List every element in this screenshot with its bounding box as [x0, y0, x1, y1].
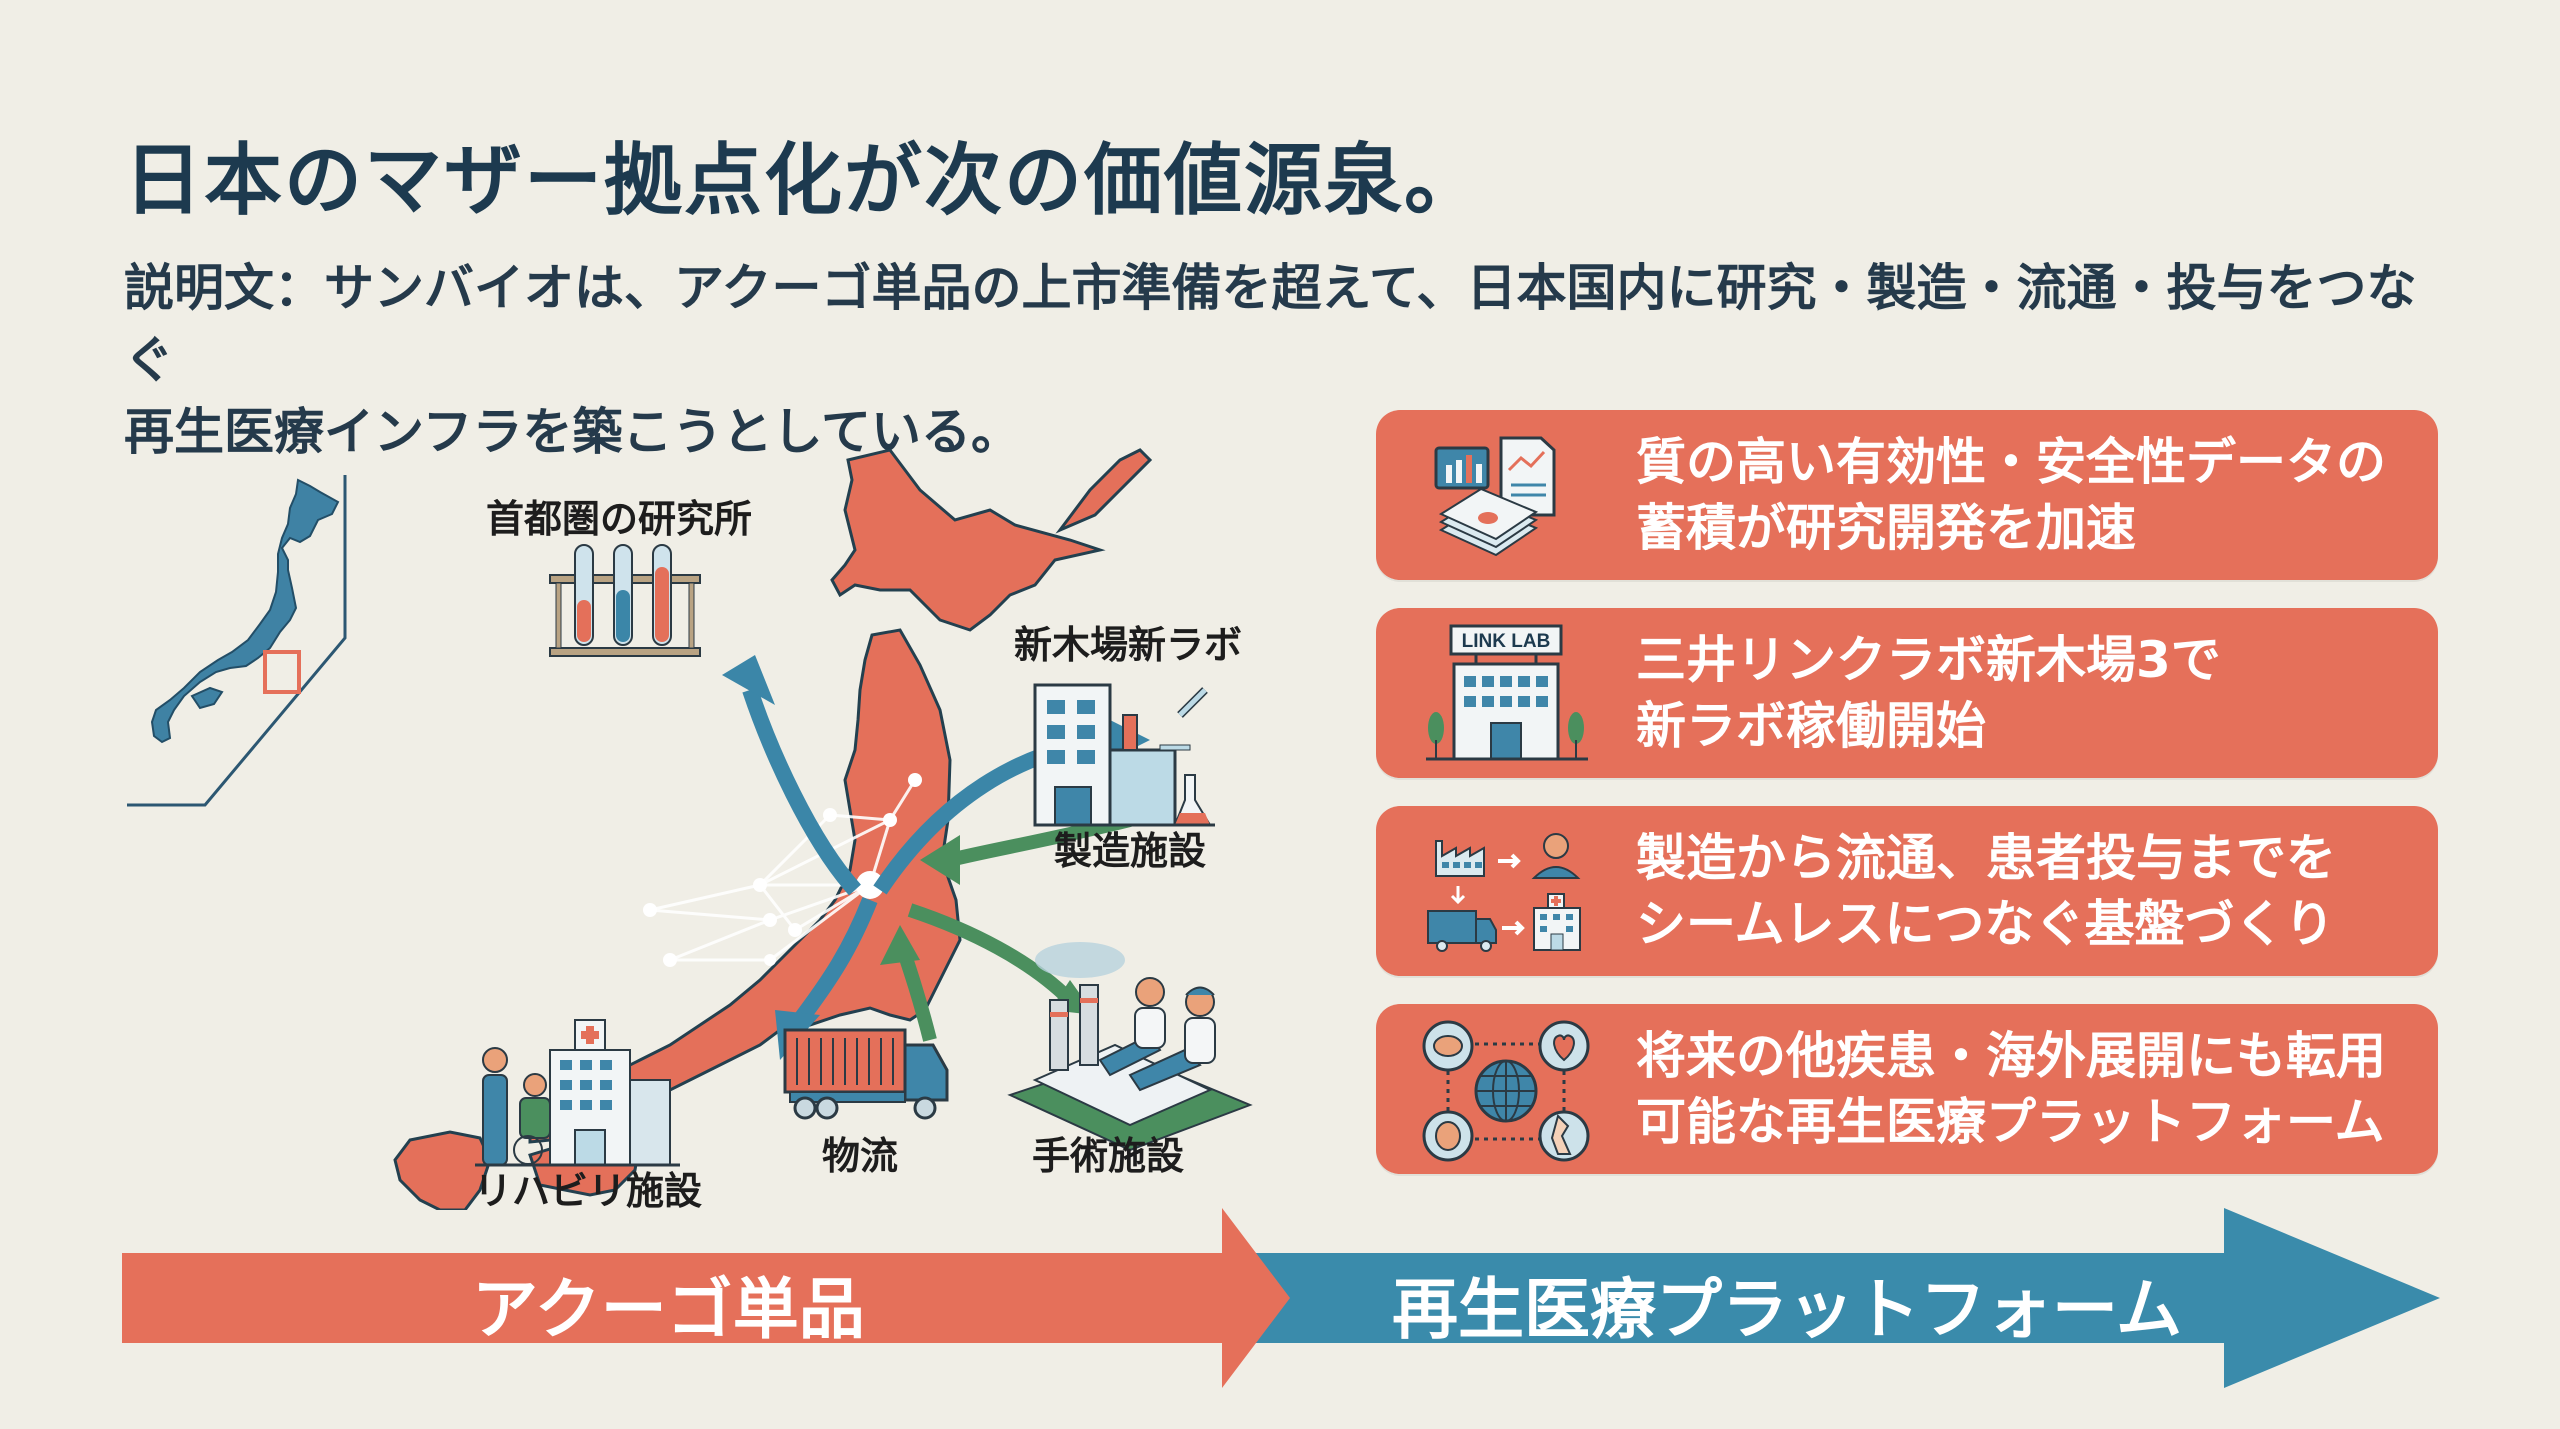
- factory-doctors-icon: [1007, 942, 1253, 1152]
- label-logistics: 物流: [822, 1134, 899, 1178]
- lab-building-icon: [1033, 683, 1215, 827]
- page-title: 日本のマザー拠点化が次の価値源泉。: [124, 136, 1485, 226]
- data-documents-icon: [1434, 436, 1556, 557]
- japan-inset-map: [127, 475, 347, 807]
- label-new-lab: 新木場新ラボ: [1014, 623, 1243, 667]
- japan-network-map: 首都圏の研究所 新木場新ラボ 製造施設 物流 手術施設 リハビリ施設: [110, 420, 1370, 1213]
- hospital-wheelchair-icon: [475, 1019, 680, 1167]
- description: 説明文：サンバイオは、アクーゴ単品の上市準備を超えて、日本国内に研究・製造・流通…: [124, 252, 2454, 468]
- transition-arrow: アクーゴ単品 再生医療プラットフォーム: [122, 1208, 2440, 1388]
- label-rehab: リハビリ施設: [474, 1169, 703, 1213]
- label-surgery: 手術施設: [1032, 1134, 1185, 1178]
- map-illustration: [127, 448, 1253, 1210]
- flow-to-label: 再生医療プラットフォーム: [1392, 1271, 2183, 1348]
- card-link-lab: LINK LAB 三井リンクラボ新木場3で 新ラボ稼働開始: [1376, 608, 2438, 778]
- supply-chain-icon: [1427, 833, 1581, 952]
- flow-from-label: アクーゴ単品: [472, 1271, 865, 1348]
- global-organs-icon: [1422, 1020, 1590, 1162]
- truck-icon: [783, 1028, 949, 1120]
- description-line-2: 再生医療インフラを築こうとしている。: [124, 403, 1021, 461]
- description-line-1: 説明文：サンバイオは、アクーゴ単品の上市準備を超えて、日本国内に研究・製造・流通…: [124, 259, 2417, 389]
- flow-arrows: [122, 1208, 2440, 1388]
- card-data-accumulation: 質の高い有効性・安全性データの 蓄積が研究開発を加速: [1376, 410, 2438, 580]
- card-text: 三井リンクラボ新木場3で 新ラボ稼働開始: [1636, 631, 2221, 755]
- card-platform: 将来の他疾患・海外展開にも転用 可能な再生医療プラットフォーム: [1376, 1004, 2438, 1174]
- card-text: 質の高い有効性・安全性データの 蓄積が研究開発を加速: [1636, 433, 2386, 557]
- network-nodes: [643, 773, 922, 967]
- card-supply-chain: 製造から流通、患者投与までを シームレスにつなぐ基盤づくり: [1376, 806, 2438, 976]
- card-text: 将来の他疾患・海外展開にも転用 可能な再生医療プラットフォーム: [1636, 1027, 2386, 1151]
- knee-icon: [1538, 1110, 1590, 1162]
- label-research: 首都圏の研究所: [486, 497, 753, 541]
- svg-text:LINK LAB: LINK LAB: [1462, 631, 1551, 652]
- card-text: 製造から流通、患者投与までを シームレスにつなぐ基盤づくり: [1636, 829, 2336, 953]
- test-tubes-icon: [549, 544, 701, 657]
- link-lab-building-icon: LINK LAB: [1426, 624, 1588, 761]
- benefit-cards: 質の高い有効性・安全性データの 蓄積が研究開発を加速 LINK LAB 三井リン…: [1376, 410, 2438, 1202]
- label-manufacturing: 製造施設: [1054, 829, 1207, 873]
